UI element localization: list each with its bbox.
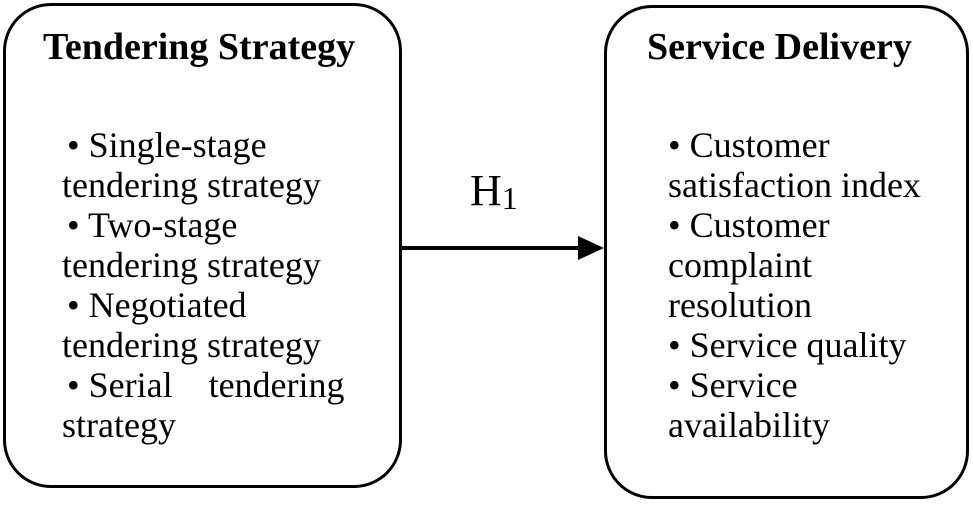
bullet-item-service-quality: • Service quality <box>668 325 907 365</box>
hypothesis-arrow-head-icon <box>578 236 604 260</box>
hypothesis-arrow-line <box>402 246 580 250</box>
bullet-item-service-availability: • Service availability <box>668 365 830 445</box>
bullet-item-serial: • Serial tendering strategy <box>62 365 345 445</box>
bullet-item-satisfaction-index: • Customer satisfaction index <box>668 125 921 205</box>
tendering-strategy-box: Tendering Strategy • Single-stage tender… <box>3 3 402 488</box>
tendering-strategy-bullet-list: • Single-stage tendering strategy • Two-… <box>62 125 392 445</box>
hypothesis-label: H1 <box>470 166 518 223</box>
tendering-strategy-title: Tendering Strategy <box>43 26 356 68</box>
service-delivery-box: Service Delivery • Customer satisfaction… <box>604 5 969 499</box>
service-delivery-title: Service Delivery <box>647 26 912 68</box>
bullet-item-complaint-resolution: • Customer complaint resolution <box>668 205 830 325</box>
bullet-item-single-stage: • Single-stage tendering strategy <box>62 125 321 205</box>
service-delivery-bullet-list: • Customer satisfaction index • Customer… <box>668 125 968 445</box>
hypothesis-label-base: H <box>470 166 502 215</box>
bullet-item-negotiated: • Negotiated tendering strategy <box>62 285 321 365</box>
bullet-item-two-stage: • Two-stage tendering strategy <box>62 205 321 285</box>
hypothesis-label-subscript: 1 <box>501 180 518 216</box>
